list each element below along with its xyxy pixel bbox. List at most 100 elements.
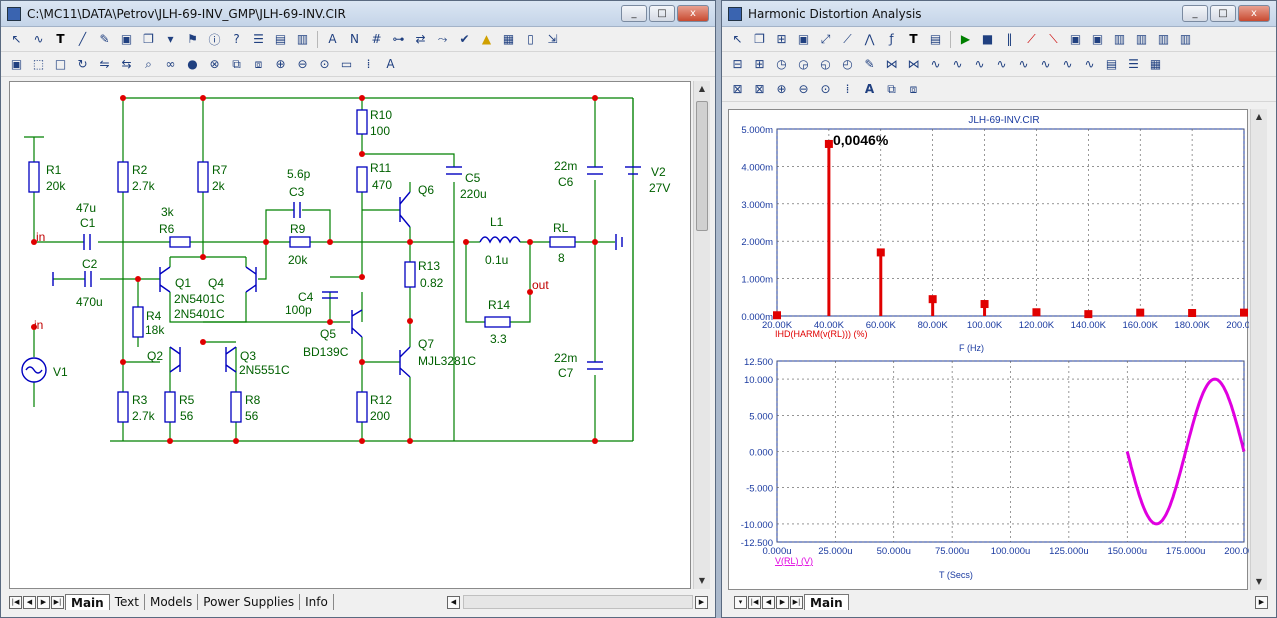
list-icon[interactable]: ☰	[253, 32, 264, 46]
attr-text-icon[interactable]: A	[328, 32, 337, 46]
node-numbers-icon[interactable]: #	[371, 32, 382, 46]
check-icon[interactable]: ✔	[459, 32, 470, 46]
component-icon[interactable]: ▣	[120, 32, 133, 46]
wave4-icon[interactable]: ∿	[952, 57, 963, 71]
grid-toggle-icon[interactable]: ▦	[502, 32, 515, 46]
clock3-icon[interactable]: ◵	[820, 57, 831, 71]
binoculars-icon[interactable]: ∞	[165, 57, 176, 71]
function-icon[interactable]: ƒ	[889, 32, 894, 46]
find-icon[interactable]: ⌕	[145, 56, 152, 71]
analysis-maximize-button[interactable]: □	[1210, 5, 1236, 22]
last-page-icon[interactable]: ▶|	[51, 595, 64, 609]
minimize-button[interactable]: _	[621, 5, 647, 22]
panel2-icon[interactable]: ▥	[1135, 32, 1148, 46]
box2-icon[interactable]: ▣	[1091, 32, 1104, 46]
fit-icon[interactable]: ⊠	[732, 82, 743, 96]
box-select-icon[interactable]: ⬚	[32, 57, 45, 71]
analysis-minimize-button[interactable]: _	[1182, 5, 1208, 22]
page-icon[interactable]: ▯	[527, 32, 534, 46]
slope-icon[interactable]: ⟋	[843, 31, 852, 46]
analysis-first-icon[interactable]: |◀	[748, 595, 761, 609]
analysis-titlebar[interactable]: Harmonic Distortion Analysis _ □ x	[722, 1, 1276, 27]
wave1-icon[interactable]: ⋈	[885, 57, 898, 71]
tab-info[interactable]: Info	[300, 594, 334, 610]
pen-icon[interactable]: ✎	[99, 32, 110, 46]
analysis-scroll-down-icon[interactable]: ▼	[1255, 577, 1263, 586]
fit2-icon[interactable]: ⊠	[754, 82, 765, 96]
plus-icon[interactable]: ⊞	[754, 57, 765, 71]
analysis-select-icon[interactable]: ↖	[732, 32, 743, 46]
wave6-icon[interactable]: ∿	[996, 57, 1007, 71]
prev-page-icon[interactable]: ◀	[23, 595, 36, 609]
wave10-icon[interactable]: ∿	[1084, 57, 1095, 71]
box1-icon[interactable]: ▣	[1069, 32, 1082, 46]
text-icon[interactable]: T	[56, 32, 65, 46]
marker-icon[interactable]: ⟋	[1027, 31, 1036, 46]
schematic-hscroll[interactable]	[463, 595, 693, 609]
select-icon[interactable]: ↖	[11, 32, 22, 46]
wave3-icon[interactable]: ∿	[930, 57, 941, 71]
wave2-icon[interactable]: ⋈	[907, 57, 920, 71]
panel3-icon[interactable]: ▥	[1157, 32, 1170, 46]
stop-run-icon[interactable]: ■	[981, 32, 994, 46]
info-icon[interactable]: ⓘ	[208, 32, 221, 47]
panel4-icon[interactable]: ▥	[1179, 32, 1192, 46]
wave8-icon[interactable]: ∿	[1040, 57, 1051, 71]
hscroll-right-icon[interactable]: ▶	[695, 595, 708, 609]
tab-text[interactable]: Text	[110, 594, 145, 610]
analysis-next-icon[interactable]: ▶	[776, 595, 789, 609]
edit-icon[interactable]: ✎	[864, 57, 875, 71]
zoom-fit-icon[interactable]: ⊙	[319, 57, 330, 71]
table-icon[interactable]: ▥	[296, 32, 309, 46]
maximize-button[interactable]: □	[649, 5, 675, 22]
run-icon[interactable]: ▶	[960, 32, 971, 46]
cursor-icon[interactable]: ⤢	[820, 31, 831, 46]
clock-icon[interactable]: ◷	[776, 57, 787, 71]
schematic-titlebar[interactable]: C:\MC11\DATA\Petrov\JLH-69-INV_GMP\JLH-6…	[1, 1, 715, 27]
stop-icon[interactable]: ●	[187, 57, 198, 71]
analysis-vscroll[interactable]: ▲ ▼	[1250, 109, 1267, 590]
close-button[interactable]: x	[677, 5, 709, 22]
analysis-zoom-in-icon[interactable]: ⊕	[776, 82, 787, 96]
wire-icon[interactable]: ∿	[33, 32, 44, 46]
grid-icon[interactable]: ▤	[274, 32, 287, 46]
analysis-text-icon[interactable]: T	[909, 32, 918, 46]
clipboard-icon[interactable]: ▤	[1105, 57, 1118, 71]
list2-icon[interactable]: ☰	[1128, 57, 1139, 71]
analysis-dropdown-icon[interactable]: ▾	[734, 595, 747, 609]
dots-icon[interactable]: ⁞	[366, 57, 371, 71]
wave9-icon[interactable]: ∿	[1062, 57, 1073, 71]
cancel-icon[interactable]: ⊗	[209, 57, 220, 71]
analysis-zoom-out-icon[interactable]: ⊖	[798, 82, 809, 96]
tab-main[interactable]: Main	[65, 594, 110, 610]
line-icon[interactable]: ╱	[78, 32, 87, 46]
mirror-icon[interactable]: ⇆	[121, 57, 132, 71]
node-names-icon[interactable]: N	[350, 32, 359, 46]
next-page-icon[interactable]: ▶	[37, 595, 50, 609]
scale-icon[interactable]: ⊞	[776, 32, 787, 46]
analysis-hscroll-right-icon[interactable]: ▶	[1255, 595, 1268, 609]
clock2-icon[interactable]: ◶	[798, 57, 809, 71]
scroll-thumb[interactable]	[696, 101, 708, 231]
schematic-vscroll[interactable]: ▲ ▼	[693, 81, 710, 589]
pause-icon[interactable]: ‖	[1006, 32, 1013, 46]
analysis-scroll-up-icon[interactable]: ▲	[1255, 112, 1263, 121]
scroll-up-icon[interactable]: ▲	[698, 84, 706, 93]
arrow-icon[interactable]: ⇄	[415, 32, 426, 46]
font-icon[interactable]: A	[386, 57, 395, 71]
flag-icon[interactable]: ⚑	[187, 32, 198, 46]
redraw-icon[interactable]: ▭	[340, 57, 353, 71]
group-icon[interactable]: ⧉	[232, 56, 241, 71]
analysis-dots-icon[interactable]: ⁞	[845, 82, 850, 96]
schematic-canvas[interactable]: R1 20k 47u C1 C2 470u R2 2.7k R7 2k 3k R…	[9, 81, 691, 589]
warning-icon[interactable]: ▲	[481, 32, 492, 46]
analysis-zoom-fit-icon[interactable]: ⊙	[820, 82, 831, 96]
pin-icon[interactable]: ⊶	[392, 32, 405, 46]
analysis-properties-icon[interactable]: ▤	[929, 32, 942, 46]
minus-icon[interactable]: ⊟	[732, 57, 743, 71]
zoom-in-icon[interactable]: ⊕	[275, 57, 286, 71]
marker2-icon[interactable]: ⟍	[1049, 31, 1058, 46]
analysis-ungroup-icon[interactable]: ⧈	[909, 81, 918, 96]
analysis-font-icon[interactable]: A	[864, 82, 875, 96]
